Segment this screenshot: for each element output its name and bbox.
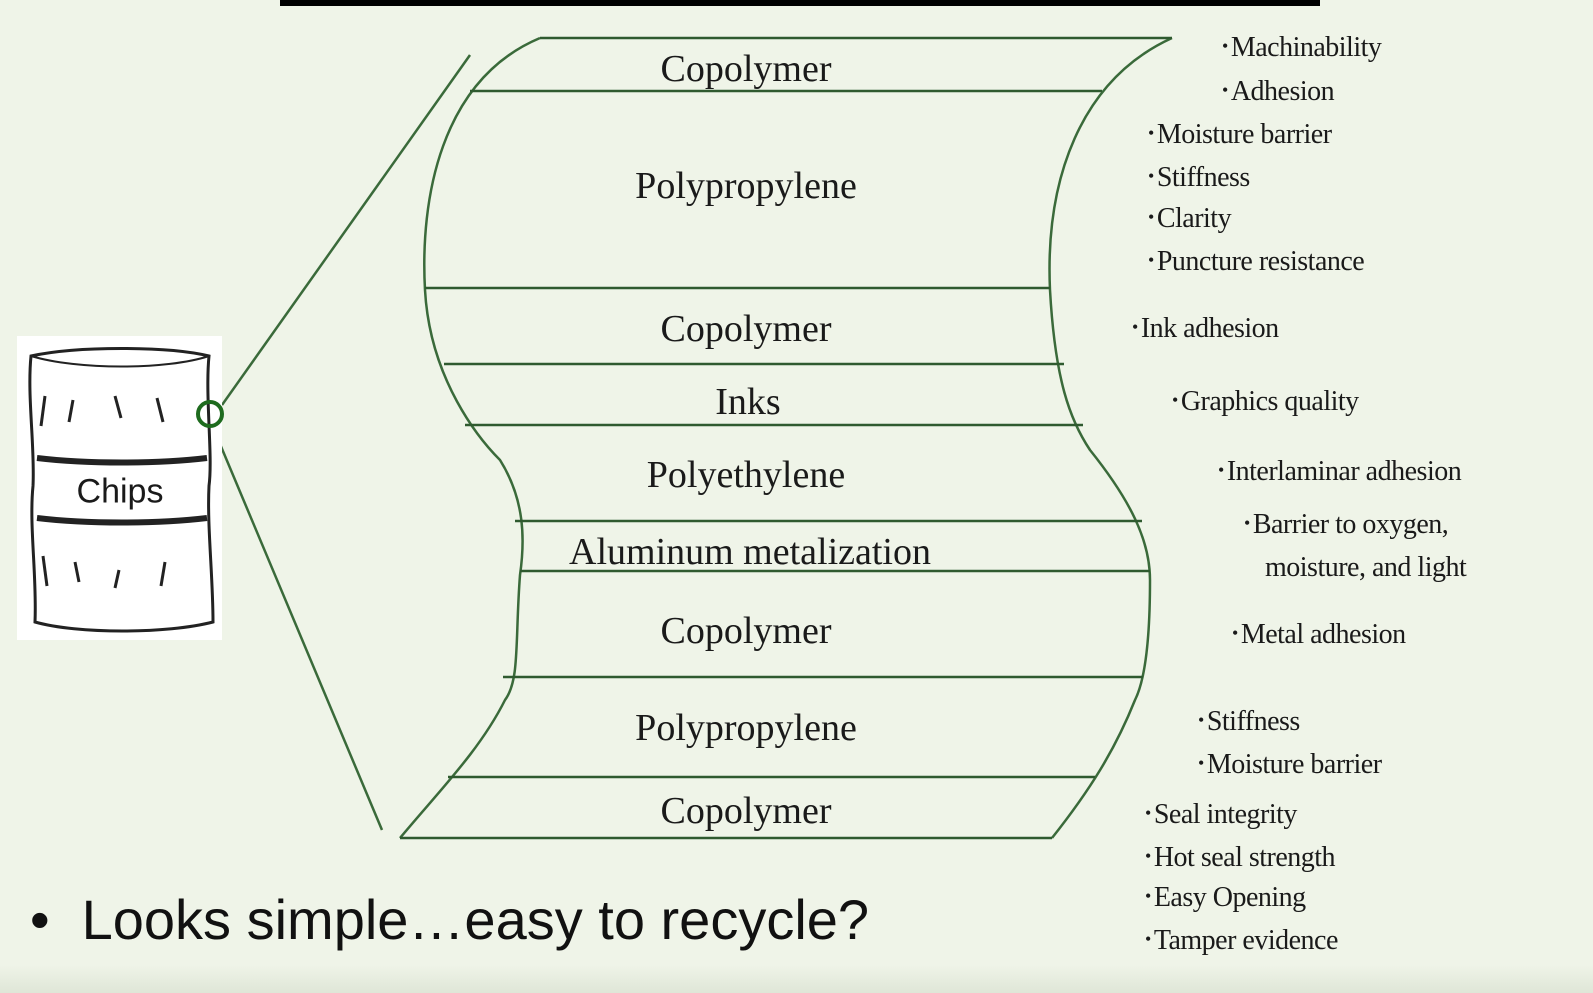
- property-item: Tamper evidence: [1145, 925, 1339, 957]
- film-left-edge: [399, 36, 541, 839]
- layer-boundaries: [400, 36, 1172, 840]
- property-item: Graphics quality: [1172, 386, 1359, 418]
- property-item: Stiffness: [1148, 162, 1250, 194]
- bullet-text: Looks simple…easy to recycle?: [81, 888, 870, 951]
- bullet-marker: •: [30, 888, 50, 951]
- bag-label: Chips: [76, 472, 164, 511]
- title-underline-bar: [280, 0, 1320, 6]
- property-item: Clarity: [1148, 203, 1232, 235]
- layer-label-polyethylene: Polyethylene: [646, 454, 846, 496]
- slide-bottom-band: [0, 965, 1593, 993]
- slide-bullet: • Looks simple…easy to recycle?: [30, 887, 869, 952]
- layer-label-aluminum-metalization: Aluminum metalization: [569, 531, 931, 573]
- layer-label-copolymer-2: Copolymer: [660, 308, 832, 350]
- property-item: Moisture barrier: [1148, 119, 1332, 151]
- layer-label-inks: Inks: [715, 381, 781, 423]
- property-item: Puncture resistance: [1148, 246, 1365, 278]
- property-item: Metal adhesion: [1232, 619, 1406, 651]
- property-item: Ink adhesion: [1132, 313, 1279, 345]
- property-item: Moisture barrier: [1198, 749, 1382, 781]
- property-item: Barrier to oxygen,: [1244, 509, 1449, 541]
- film-right-edge: [1048, 36, 1173, 839]
- layer-label-copolymer-4: Copolymer: [660, 790, 832, 832]
- property-item: Adhesion: [1222, 76, 1335, 108]
- property-item: Seal integrity: [1145, 799, 1298, 831]
- layer-label-polypropylene-1: Polypropylene: [635, 165, 857, 207]
- property-item-continuation: moisture, and light: [1265, 552, 1467, 583]
- layer-label-copolymer-3: Copolymer: [660, 610, 832, 652]
- layer-label-copolymer-1: Copolymer: [660, 48, 832, 90]
- chip-bag-illustration: [17, 336, 222, 640]
- property-item: Stiffness: [1198, 706, 1300, 738]
- chip-bag-drawing: [28, 347, 224, 633]
- zoom-line-bottom: [210, 424, 384, 831]
- zoom-marker-circle: [196, 400, 224, 428]
- property-item: Interlaminar adhesion: [1218, 456, 1462, 488]
- property-item: Hot seal strength: [1145, 842, 1336, 874]
- property-item: Machinability: [1222, 32, 1382, 64]
- property-item: Easy Opening: [1145, 882, 1306, 914]
- zoom-line-top: [220, 54, 472, 406]
- layer-label-polypropylene-2: Polypropylene: [635, 707, 857, 749]
